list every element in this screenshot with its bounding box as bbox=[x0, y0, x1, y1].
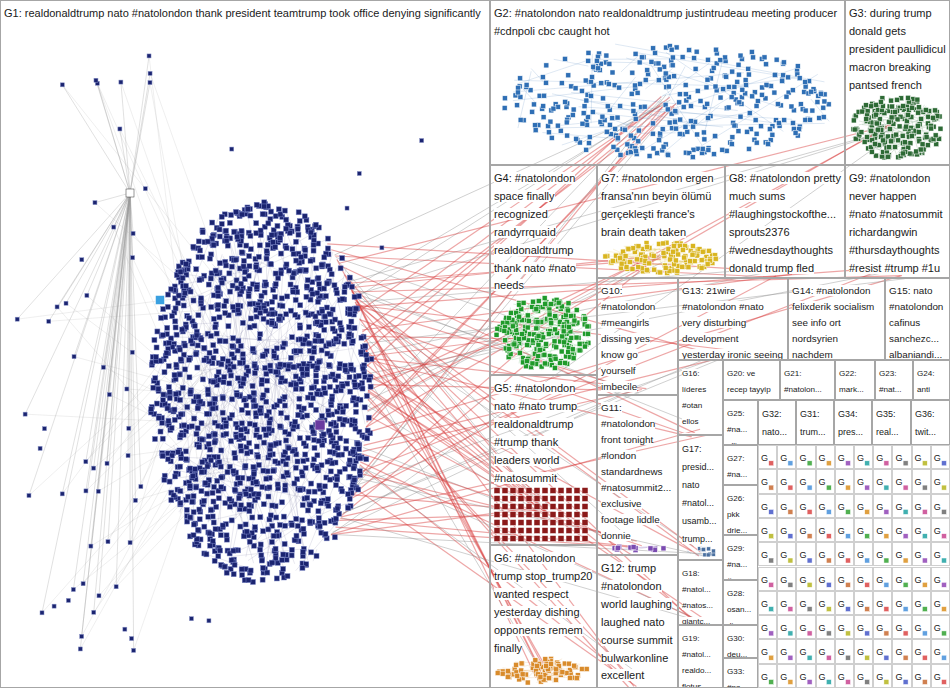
network-graph: G1: realdonaldtrump nato #natolondon tha… bbox=[0, 0, 950, 688]
